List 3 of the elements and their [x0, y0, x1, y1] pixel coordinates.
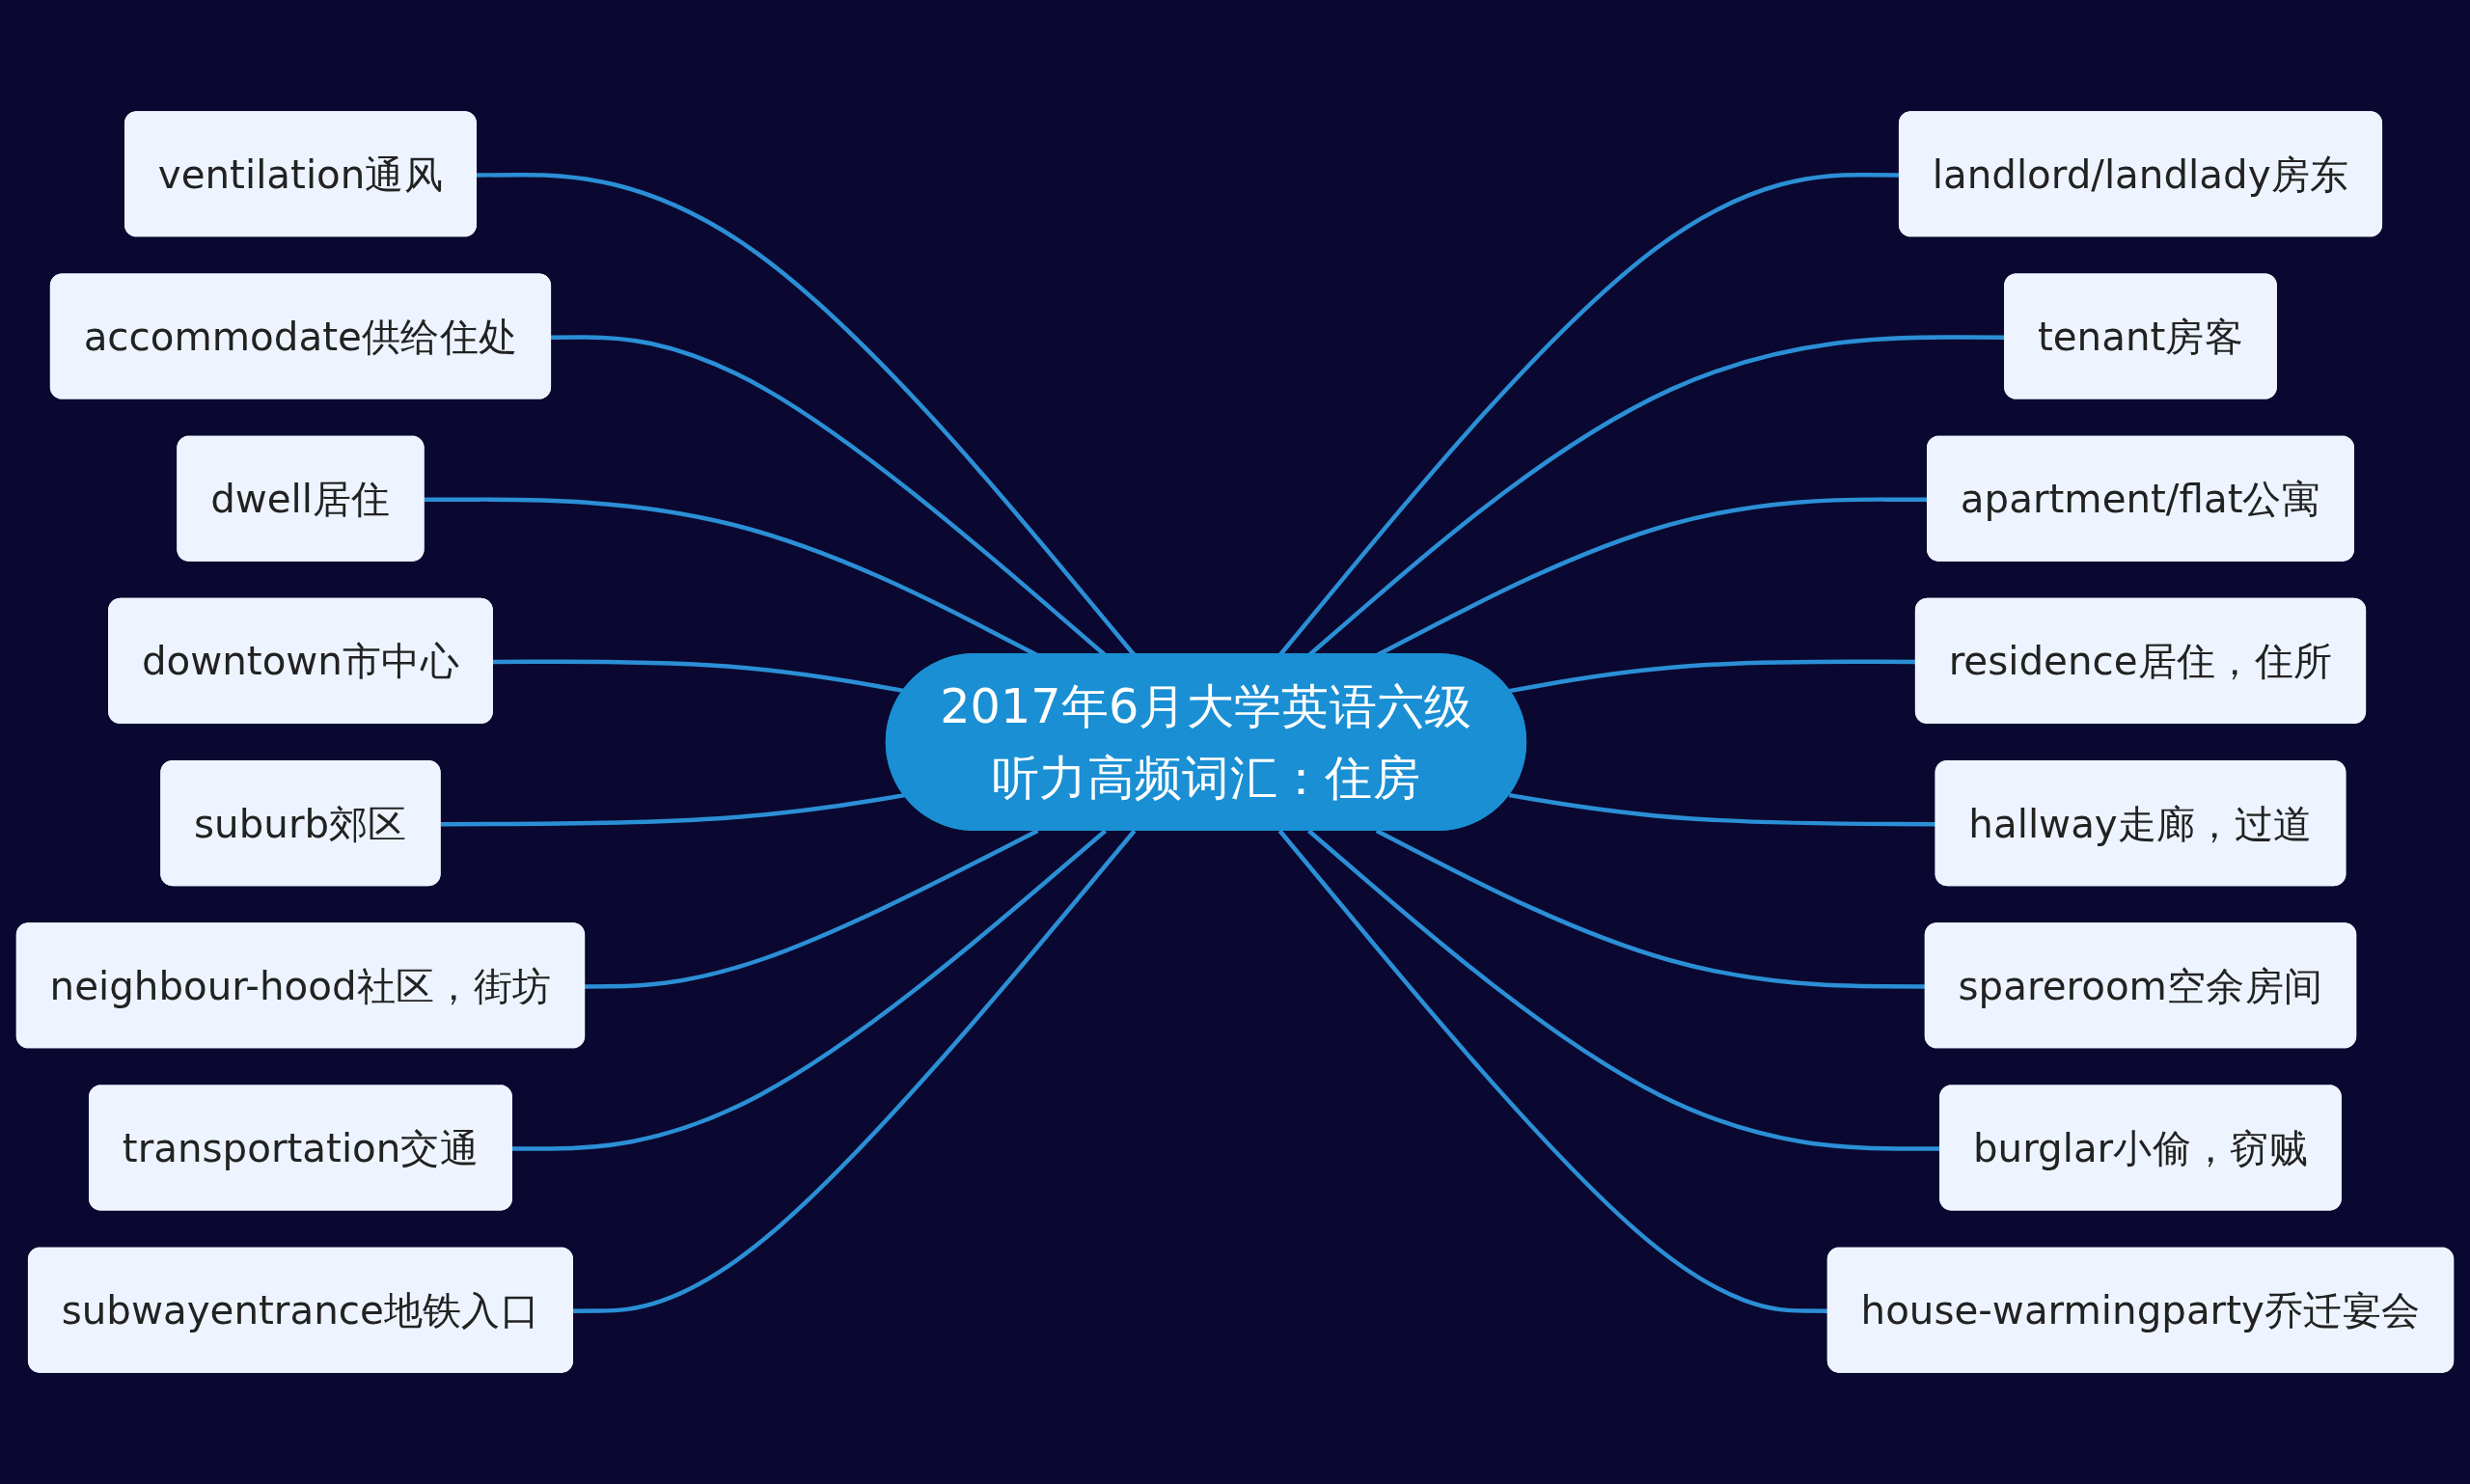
- connector: [573, 829, 1137, 1314]
- connector: [440, 792, 906, 827]
- connector: [511, 829, 1108, 1151]
